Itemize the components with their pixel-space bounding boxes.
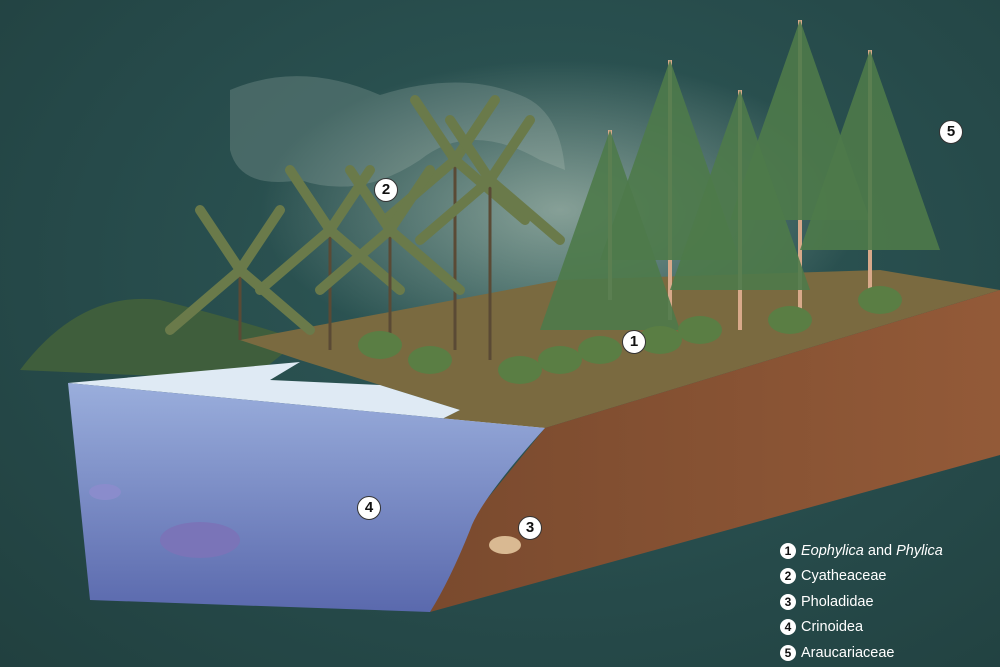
legend-number: 1 <box>780 542 796 559</box>
shrubs <box>358 286 902 384</box>
phylica-shrub <box>408 346 452 374</box>
tree-fern <box>165 205 315 340</box>
phylica-shrub <box>498 356 542 384</box>
trees <box>165 20 940 360</box>
legend-item: 5 Araucariaceae <box>780 640 943 666</box>
araucaria-tree <box>670 90 810 330</box>
tree-fern <box>255 165 405 350</box>
seafloor-rock <box>160 522 240 558</box>
marker-3: 3 <box>518 516 542 540</box>
marker-5: 5 <box>939 120 963 144</box>
legend-label: Cyatheaceae <box>801 568 887 585</box>
tree-fern <box>315 165 465 340</box>
legend-number: 5 <box>780 644 796 661</box>
legend-number: 2 <box>780 568 796 585</box>
tree-fern <box>415 115 565 360</box>
legend: 1 Eophylica and Phylica 2 Cyatheaceae 3 Pho… <box>780 538 943 666</box>
araucaria-tree <box>800 50 940 300</box>
phylica-shrub <box>358 331 402 359</box>
marker-2: 2 <box>374 178 398 202</box>
water-surface <box>68 362 545 440</box>
legend-label: Araucariaceae <box>801 644 895 661</box>
legend-item: 3 Pholadidae <box>780 589 943 615</box>
phylica-shrub <box>638 326 682 354</box>
marker-4: 4 <box>357 496 381 520</box>
seafloor-rock <box>89 484 121 500</box>
legend-label: Crinoidea <box>801 619 864 636</box>
legend-item: 2 Cyatheaceae <box>780 564 943 590</box>
phylica-shrub <box>578 336 622 364</box>
legend-number: 3 <box>780 593 796 610</box>
legend-label: Pholadidae <box>801 593 874 610</box>
araucaria-tree <box>540 130 680 330</box>
legend-label-genus1: Eophylica <box>801 542 864 559</box>
legend-number: 4 <box>780 619 796 636</box>
pholad-shell <box>489 536 521 554</box>
phylica-shrub <box>858 286 902 314</box>
phylica-shrub <box>678 316 722 344</box>
phylica-shrub <box>768 306 812 334</box>
legend-item: 1 Eophylica and Phylica <box>780 538 943 564</box>
marker-1: 1 <box>622 330 646 354</box>
hill <box>20 298 300 380</box>
legend-label-conj: and <box>863 542 897 559</box>
soil-face <box>430 290 1000 612</box>
phylica-shrub <box>538 346 582 374</box>
legend-item: 4 Crinoidea <box>780 615 943 641</box>
legend-label-genus2: Phylica <box>896 542 943 559</box>
